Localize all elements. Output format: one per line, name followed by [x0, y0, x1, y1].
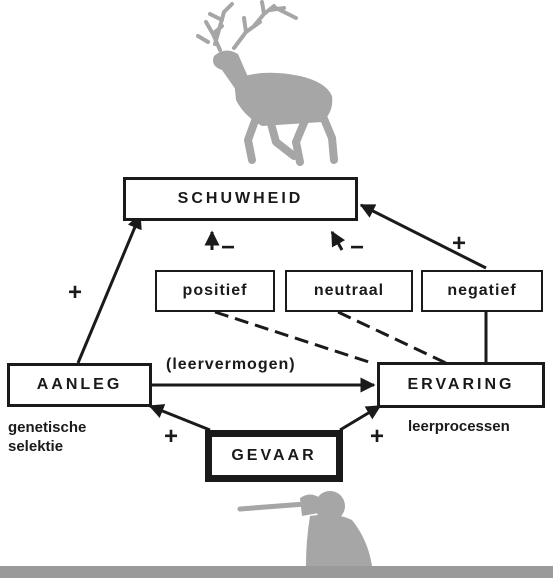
edge-gevaar-ervaring [339, 404, 382, 432]
selektie-line: selektie [8, 438, 64, 455]
gevaar-box: GEVAAR [205, 430, 343, 482]
sign-gevaar-aanleg: + [164, 423, 179, 450]
edge-neutraal-schuwheid [330, 230, 346, 251]
ground-strip [0, 566, 553, 578]
edge-gevaar-aanleg [148, 404, 211, 432]
aanleg-box: AANLEG [7, 363, 152, 407]
edge-positief-ervaring [214, 310, 373, 365]
leerprocessen-label: leerprocessen [408, 418, 510, 435]
sign-gevaar-ervaring: + [370, 423, 385, 450]
negatief-label: negatief [447, 282, 517, 299]
genetische-line: genetische [8, 419, 87, 436]
schuwheid-label: SCHUWHEID [177, 190, 304, 207]
hunter-with-rifle-icon [237, 491, 372, 566]
deer-silhouette-icon [196, 0, 338, 166]
sign-aanleg-schuwheid: + [68, 279, 83, 306]
sign-neutraal-schuwheid: − [350, 234, 365, 261]
neutraal-label: neutraal [313, 282, 385, 299]
leervermogen-label: (leervermogen) [166, 356, 296, 373]
edge-negatief-schuwheid [359, 203, 487, 270]
positief-box: positief [155, 270, 275, 312]
negatief-box: negatief [421, 270, 543, 312]
edge-aanleg-schuwheid [76, 213, 142, 364]
gevaar-label: GEVAAR [231, 447, 317, 464]
sign-negatief-schuwheid: + [452, 230, 467, 257]
neutraal-box: neutraal [285, 270, 413, 312]
aanleg-label: AANLEG [36, 376, 123, 393]
sign-positief-schuwheid: − [221, 234, 236, 261]
positief-label: positief [182, 282, 248, 299]
edge-neutraal-ervaring [337, 310, 447, 365]
genetische-selektie-label: genetische selektie [8, 418, 86, 456]
schuwheid-box: SCHUWHEID [123, 177, 358, 221]
ervaring-box: ERVARING [377, 362, 545, 408]
ervaring-label: ERVARING [407, 376, 515, 393]
